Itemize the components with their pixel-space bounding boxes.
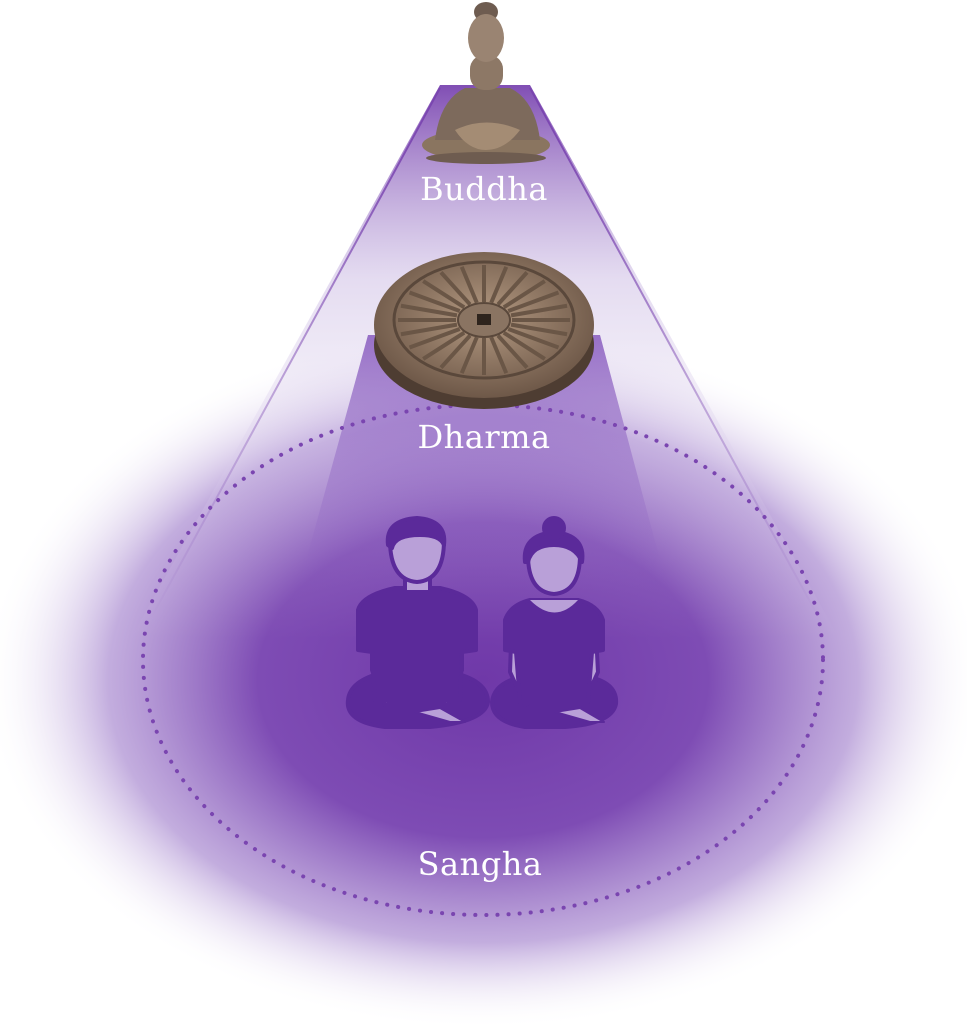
wheel-spoke xyxy=(496,271,529,306)
sangha-man-figure xyxy=(345,516,490,729)
wheel-spoke xyxy=(507,327,560,350)
wheel-spoke xyxy=(400,322,458,337)
wheel-spoke xyxy=(496,334,529,369)
wheel-spoke xyxy=(489,266,509,304)
wheel-spoke xyxy=(502,279,546,309)
cone-edge-right xyxy=(529,87,821,621)
sangha-woman-figure xyxy=(490,516,619,729)
buddha-statue-icon xyxy=(422,2,550,164)
wheel-spoke xyxy=(502,331,546,361)
buddha-label: Buddha xyxy=(420,170,548,208)
wheel-spoke xyxy=(459,266,479,304)
dharma-label: Dharma xyxy=(417,418,551,456)
wheel-spoke xyxy=(400,303,458,318)
wheel-spoke xyxy=(510,322,568,337)
dharma-wheel-icon xyxy=(374,252,594,409)
sangha-label: Sangha xyxy=(417,845,543,883)
cone-edge-left xyxy=(149,87,441,621)
wheel-spoke xyxy=(507,290,560,313)
wheel-spoke xyxy=(459,336,479,374)
wheel-spoke xyxy=(439,271,472,306)
wheel-spoke xyxy=(510,303,568,318)
dharma-light-cone xyxy=(298,335,668,590)
wheel-spoke xyxy=(408,327,461,350)
wheel-spoke xyxy=(422,331,466,361)
wheel-spoke xyxy=(422,279,466,309)
wheel-spoke xyxy=(439,334,472,369)
wheel-spoke xyxy=(489,336,509,374)
wheel-spoke xyxy=(408,290,461,313)
